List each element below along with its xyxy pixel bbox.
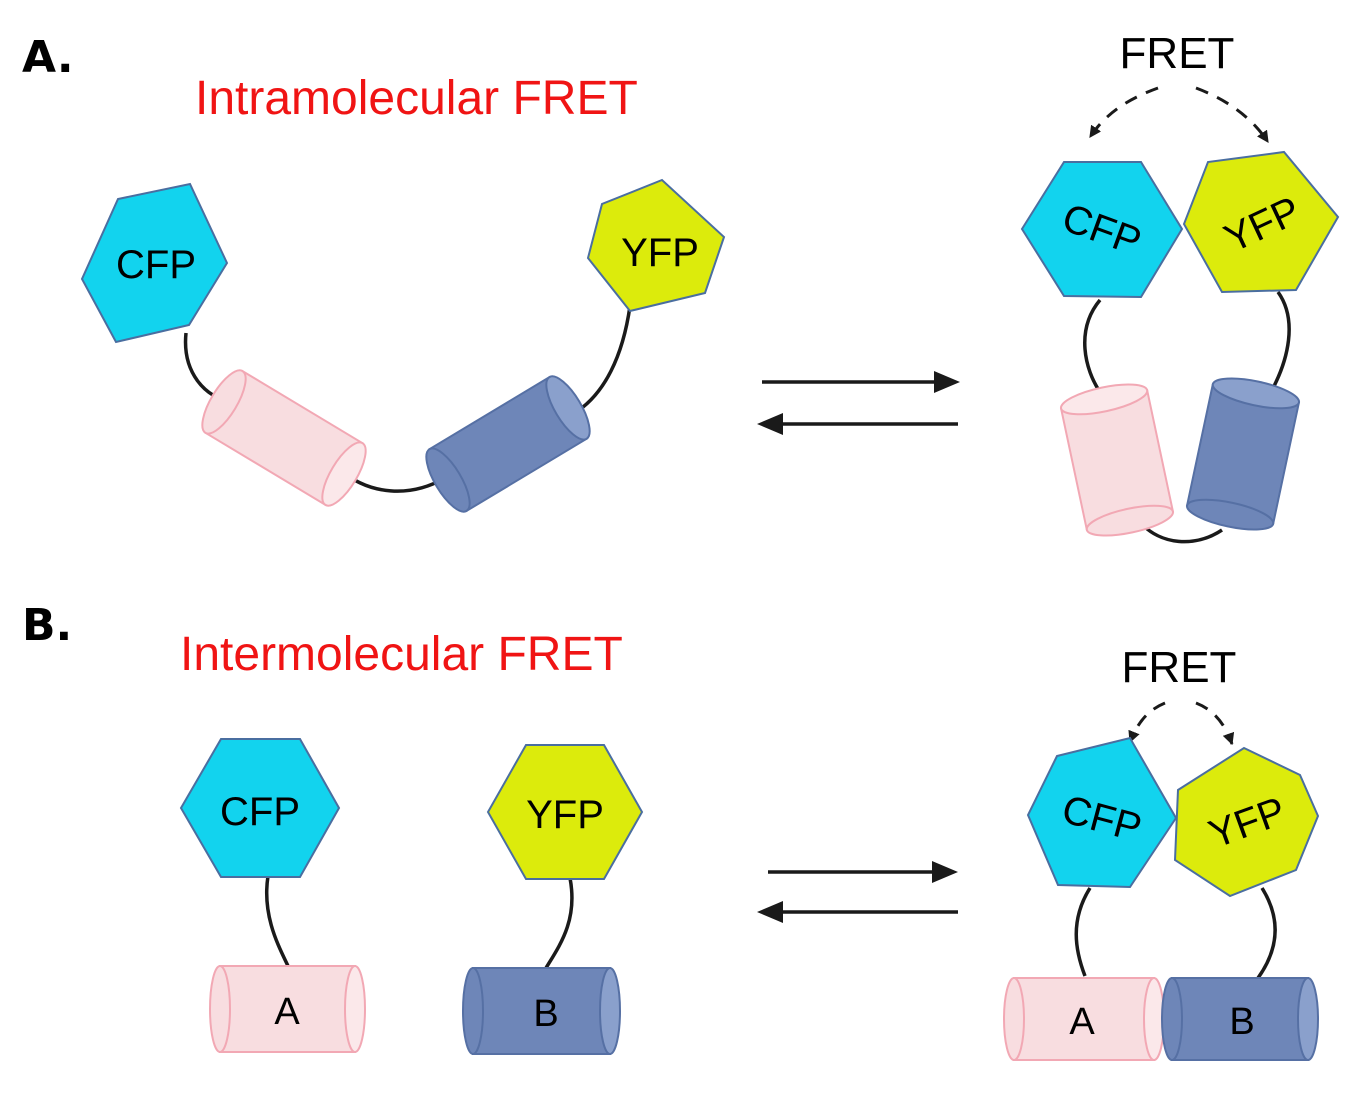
domain-a-label: A: [274, 991, 300, 1033]
cfp-label-b: CFP: [220, 790, 300, 834]
fret-label-a: FRET: [1120, 29, 1235, 78]
domain-b-label-bound: B: [1229, 1001, 1254, 1043]
yfp-node-b: YFP: [486, 744, 644, 880]
fret-arrow-to-cfp: [1088, 86, 1159, 138]
domain-a-cylinder: [201, 369, 367, 507]
linker-cfp-to-a: [265, 875, 290, 967]
linker-yfp-to-b-bound: [1256, 887, 1277, 980]
panel-a-closed-state: FRET CFP: [1020, 29, 1340, 544]
yfp-node-bound: YFP: [1173, 746, 1320, 898]
linker-cfp-to-domain-closed: [1083, 298, 1102, 393]
panel-b-free-state: CFP YFP A B: [179, 738, 644, 1055]
reverse-arrowhead: [757, 413, 783, 435]
domain-b-cylinder-b: B: [462, 967, 621, 1055]
fret-arrow-to-yfp-b: [1195, 701, 1235, 746]
cfp-node-closed: CFP: [1020, 161, 1184, 299]
cfp-node-b: CFP: [179, 738, 341, 878]
yfp-label: YFP: [621, 231, 699, 275]
yfp-node: YFP: [586, 178, 726, 313]
cfp-node-bound: CFP: [1026, 736, 1178, 889]
panel-a: A. Intramolecular FRET CFP: [22, 29, 1340, 544]
yfp-label-b: YFP: [526, 793, 604, 837]
panel-b-bound-state: FRET A B CFP: [1003, 643, 1320, 1061]
reverse-arrowhead-b: [757, 901, 783, 923]
forward-arrowhead-b: [932, 861, 958, 883]
panel-b-label: B.: [22, 600, 72, 651]
domain-a-cylinder-bound: A: [1003, 977, 1165, 1061]
linker-yfp-to-domain-closed: [1270, 290, 1291, 391]
cfp-node: CFP: [80, 182, 229, 344]
linker-cfp-to-a-bound: [1074, 887, 1092, 977]
domain-a-label-bound: A: [1069, 1001, 1095, 1043]
panel-a-label: A.: [22, 32, 74, 83]
domain-a-cylinder-closed: [1059, 383, 1175, 537]
domain-b-cylinder-closed: [1185, 377, 1301, 531]
domain-a-cylinder-b: A: [209, 965, 366, 1053]
domain-b-label: B: [533, 993, 558, 1035]
fret-label-b: FRET: [1122, 643, 1237, 692]
fret-arrow-to-yfp: [1195, 86, 1270, 143]
panel-a-open-state: CFP YFP: [80, 178, 726, 513]
panel-b: B. Intermolecular FRET CFP YFP A: [22, 600, 1320, 1061]
panel-a-equilibrium-arrows: [757, 371, 960, 435]
fret-arrow-to-cfp-b: [1128, 701, 1166, 744]
linker-domain-to-yfp: [572, 305, 632, 416]
linker-yfp-to-b: [544, 877, 574, 969]
domain-b-cylinder: [425, 375, 591, 513]
yfp-node-closed: YFP: [1182, 150, 1340, 294]
cfp-label: CFP: [116, 243, 196, 287]
panel-b-equilibrium-arrows: [757, 861, 958, 923]
panel-b-title: Intermolecular FRET: [180, 628, 623, 681]
forward-arrowhead: [934, 371, 960, 393]
domain-b-cylinder-bound: B: [1161, 977, 1319, 1061]
panel-a-title: Intramolecular FRET: [195, 72, 638, 125]
